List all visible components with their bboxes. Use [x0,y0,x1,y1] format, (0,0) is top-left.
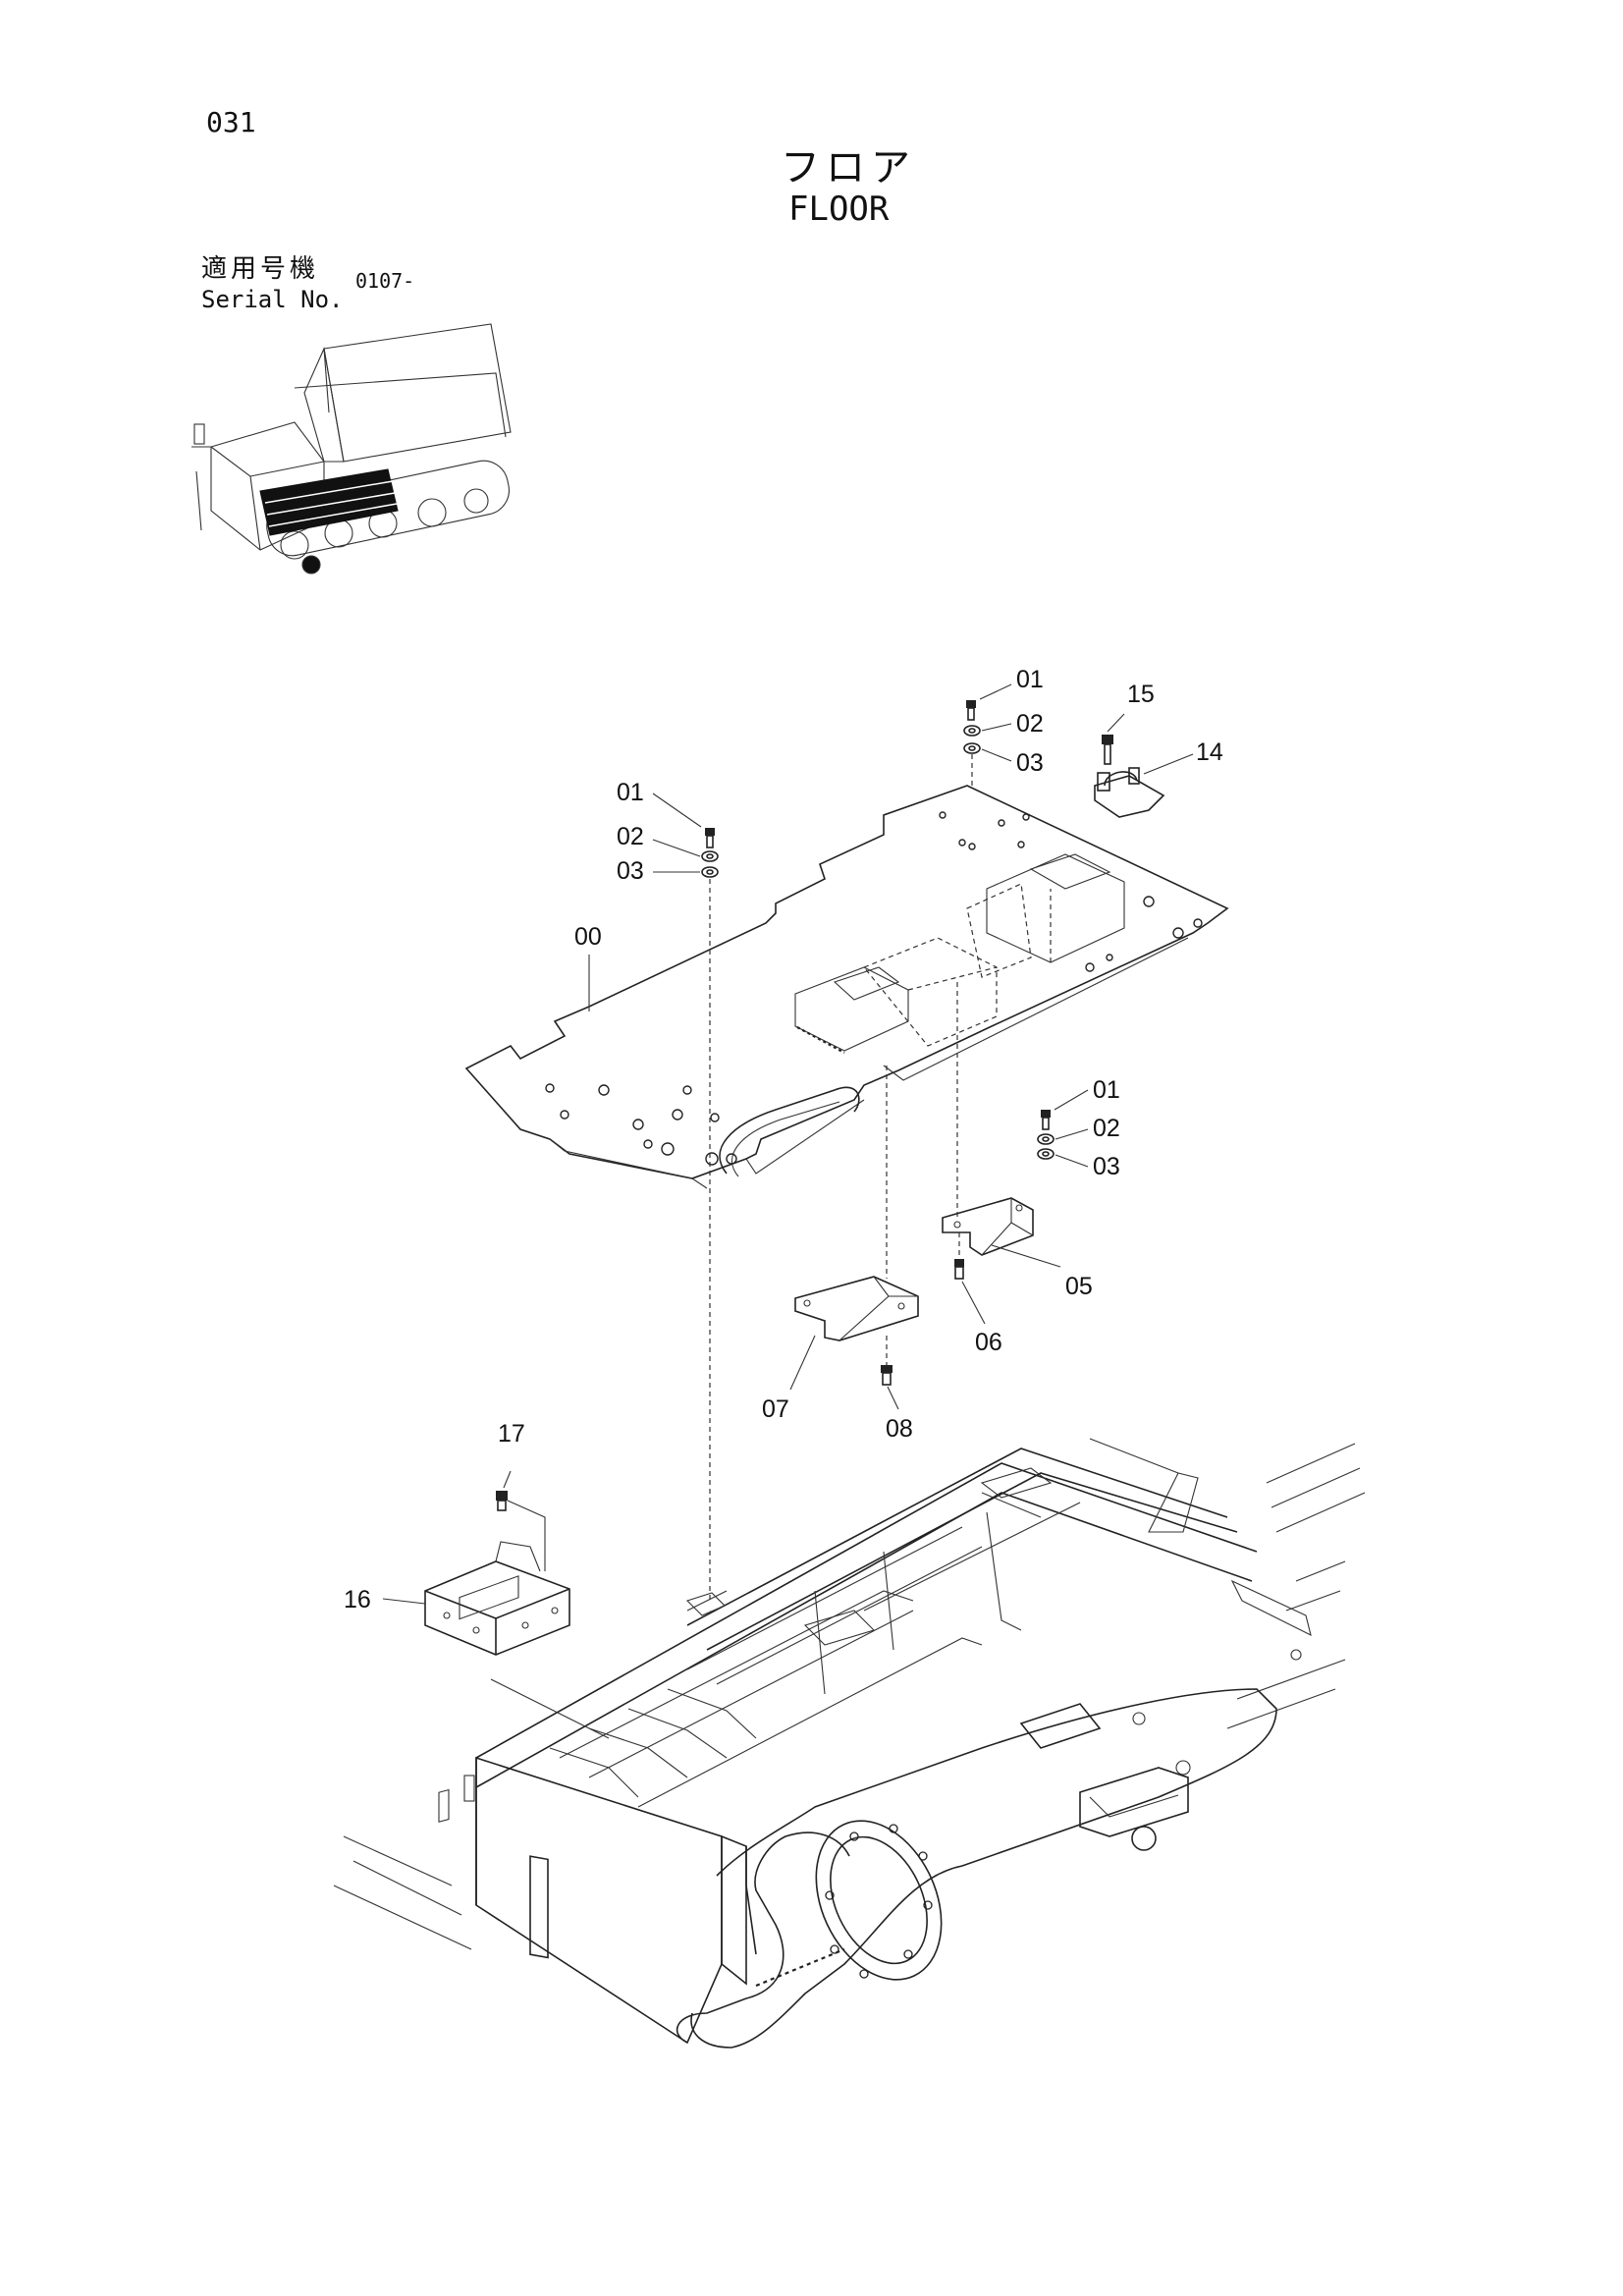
callout-labels: 01 02 03 15 14 01 02 03 00 01 02 03 05 0… [344,666,1223,1613]
chassis-frame [333,1438,1366,2049]
serial-label-jp: 適用号機 [201,254,320,284]
serial-label-en: Serial No. [201,286,344,313]
callout-02-right: 02 [1093,1115,1120,1142]
callout-16: 16 [344,1586,371,1613]
sprocket-housing [690,1688,1277,2049]
callout-06: 06 [975,1329,1002,1356]
fastener-stack-left [652,793,719,1601]
callout-02-top: 02 [1016,710,1044,738]
bracket-07 [789,1066,919,1391]
callout-03-top: 03 [1016,749,1044,777]
callout-14-leader [1143,753,1194,775]
callout-14: 14 [1196,738,1223,766]
fastener-stack-right [1037,1089,1089,1168]
bolt-15 [1102,713,1125,765]
fastener-stack-top [963,683,1012,786]
callout-08: 08 [886,1415,913,1443]
page-number: 031 [206,106,256,138]
bolt-06 [954,1232,986,1325]
callout-15: 15 [1127,681,1155,708]
floor-box-front [794,937,998,1054]
bolt-17 [496,1470,546,1571]
callout-02-left: 02 [617,823,644,850]
callout-17: 17 [498,1420,525,1448]
vehicle-thumbnail [191,323,512,574]
floor-plate [464,785,1229,1189]
floor-box-rear [966,853,1125,978]
callout-01-right: 01 [1093,1076,1120,1104]
callout-03-left: 03 [617,857,644,885]
bracket-14 [1094,767,1165,818]
bracket-05 [942,982,1061,1268]
callout-00: 00 [574,923,602,951]
floor-highlight [259,468,399,536]
page-title-en: FLOOR [788,190,890,229]
callout-03-right: 03 [1093,1153,1120,1180]
bolt-08 [881,1336,899,1410]
callout-01-left: 01 [617,779,644,806]
tool-box-16 [382,1541,570,1656]
serial-value: 0107- [355,269,415,293]
callout-07: 07 [762,1395,789,1423]
callout-01-top: 01 [1016,666,1044,693]
page-title-jp: フロア [781,145,916,191]
callout-05: 05 [1065,1273,1093,1300]
